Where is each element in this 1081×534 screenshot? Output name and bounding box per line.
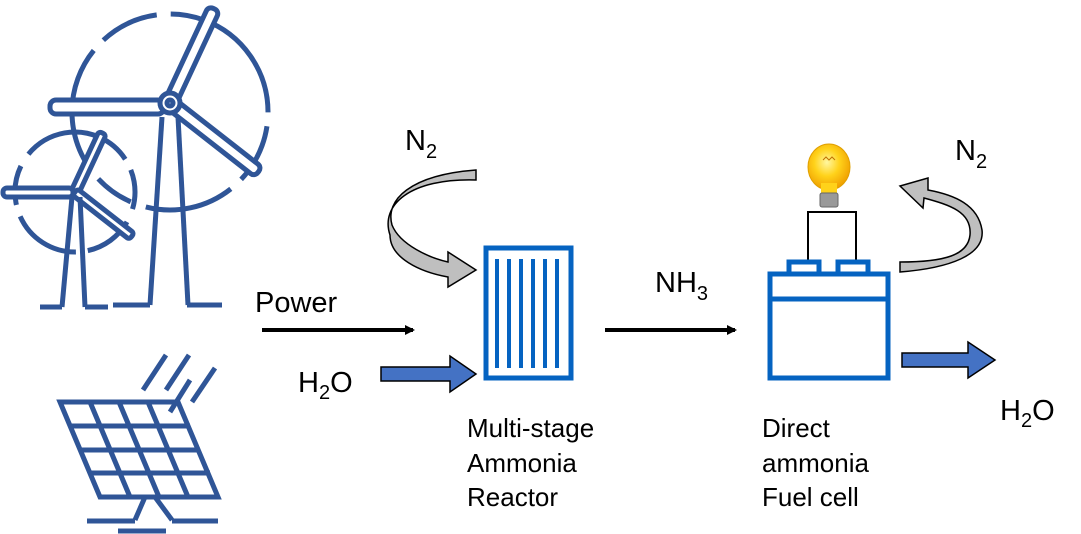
- ammonia-label: NH3: [655, 267, 708, 305]
- water-output-arrow: [901, 340, 997, 380]
- reactor-label: Multi-stage Ammonia Reactor: [467, 413, 594, 512]
- water-input-arrow: [380, 354, 478, 394]
- water-input-label: H2O: [298, 367, 353, 404]
- fuel-cell-n2-arrow: [898, 177, 983, 273]
- reactor-n2-arrow: [387, 169, 478, 289]
- fuel-cell-n2-label: N2: [955, 135, 987, 173]
- svg-text:Reactor: Reactor: [467, 482, 558, 512]
- svg-text:Direct: Direct: [762, 413, 831, 443]
- reactor-icon: [483, 245, 574, 381]
- svg-text:Multi-stage: Multi-stage: [467, 413, 594, 443]
- power-label: Power: [255, 287, 338, 319]
- wind-turbine-icon: [0, 5, 271, 310]
- water-output-label: H2O: [1000, 395, 1055, 432]
- reactor-n2-label: N2: [405, 125, 437, 163]
- light-bulb-icon: [807, 143, 851, 208]
- wire: [807, 211, 857, 262]
- solar-panel-icon: [56, 353, 222, 534]
- svg-text:Fuel cell: Fuel cell: [762, 482, 859, 512]
- fuel-cell-battery-icon: [767, 259, 891, 381]
- svg-text:Ammonia: Ammonia: [467, 448, 577, 478]
- svg-text:ammonia: ammonia: [762, 448, 869, 478]
- fuel-cell-label: Direct ammonia Fuel cell: [762, 413, 869, 512]
